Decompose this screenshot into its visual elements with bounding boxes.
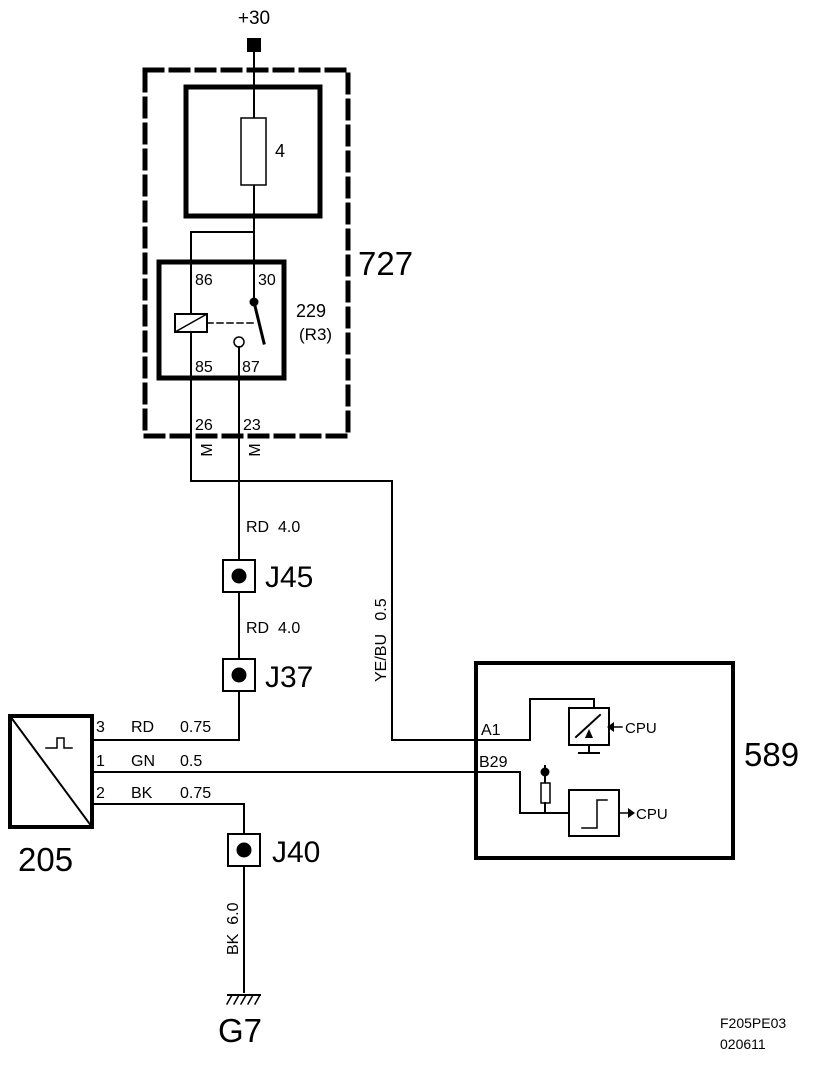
relay-id: 229 bbox=[296, 301, 326, 321]
unit-727-id: 727 bbox=[358, 245, 413, 282]
junction-j37-label: J37 bbox=[265, 661, 313, 694]
junction-j40-label: J40 bbox=[272, 836, 320, 869]
relay-ref: (R3) bbox=[299, 325, 332, 344]
pullup-resistor bbox=[540, 782, 551, 804]
relay-pin-30: 30 bbox=[258, 272, 276, 289]
relay-switch-arm bbox=[252, 300, 266, 345]
sensor-205-box bbox=[8, 714, 94, 829]
ground-id: G7 bbox=[218, 1012, 262, 1049]
wire-label-yebu: YE/BU 0.5 bbox=[373, 598, 390, 682]
sensor-p1-color: GN bbox=[131, 753, 155, 770]
fuse-box bbox=[183, 84, 323, 219]
coil-feed-wire bbox=[190, 231, 255, 263]
sensor-pin-2: 2 bbox=[96, 785, 105, 802]
fuse-number: 4 bbox=[275, 141, 285, 161]
junction-j45-label: J45 bbox=[265, 561, 313, 594]
yebu-wire bbox=[190, 434, 477, 741]
supply-label: +30 bbox=[238, 8, 270, 29]
schmitt-icon bbox=[581, 799, 608, 829]
ecu-input-stage-2 bbox=[568, 789, 620, 837]
relay-pin-85: 85 bbox=[195, 359, 213, 376]
sensor-p2-color: BK bbox=[131, 785, 153, 802]
footer-date: 020611 bbox=[720, 1036, 766, 1052]
bk-wire bbox=[91, 803, 245, 993]
ecu-cpu-label-1: CPU bbox=[625, 720, 657, 737]
fuse-element bbox=[240, 117, 267, 186]
sensor-p2-size: 0.75 bbox=[180, 785, 211, 802]
relay-229-box bbox=[156, 259, 287, 381]
ecu-pin-a1: A1 bbox=[481, 722, 501, 739]
pulse-icon bbox=[45, 737, 73, 749]
connector-marker-1: M bbox=[199, 443, 216, 456]
sensor-p3-color: RD bbox=[131, 719, 154, 736]
sensor-pin-3: 3 bbox=[96, 719, 105, 736]
footer-code: F205PE03 bbox=[720, 1015, 786, 1031]
ecu-cpu-label-2: CPU bbox=[636, 806, 668, 823]
wire-label-rd-lower: RD 4.0 bbox=[246, 620, 300, 637]
ecu-id: 589 bbox=[744, 736, 799, 773]
relay-pin-86: 86 bbox=[195, 272, 213, 289]
wire-label-rd-upper: RD 4.0 bbox=[246, 519, 300, 536]
supply-terminal bbox=[247, 38, 261, 52]
ecu-589-box bbox=[474, 661, 735, 860]
unit-727-enclosure bbox=[142, 67, 351, 439]
sensor-id: 205 bbox=[18, 841, 73, 878]
ecu-pin-b29: B29 bbox=[479, 754, 508, 771]
cpu-arrow-2 bbox=[628, 808, 635, 818]
connector-pin-23: 23 bbox=[243, 417, 261, 434]
connector-pin-26: 26 bbox=[195, 417, 213, 434]
wire-label-ground: BK 6.0 bbox=[225, 902, 242, 955]
relay-contact-87 bbox=[233, 336, 245, 348]
ecu-input-stage-1 bbox=[568, 707, 610, 746]
relay-pin-87: 87 bbox=[242, 359, 260, 376]
connector-marker-2: M bbox=[247, 443, 264, 456]
cpu-arrow-1 bbox=[607, 722, 614, 732]
sensor-pin-1: 1 bbox=[96, 753, 105, 770]
sensor-p1-size: 0.5 bbox=[180, 753, 202, 770]
sensor-p3-size: 0.75 bbox=[180, 719, 211, 736]
